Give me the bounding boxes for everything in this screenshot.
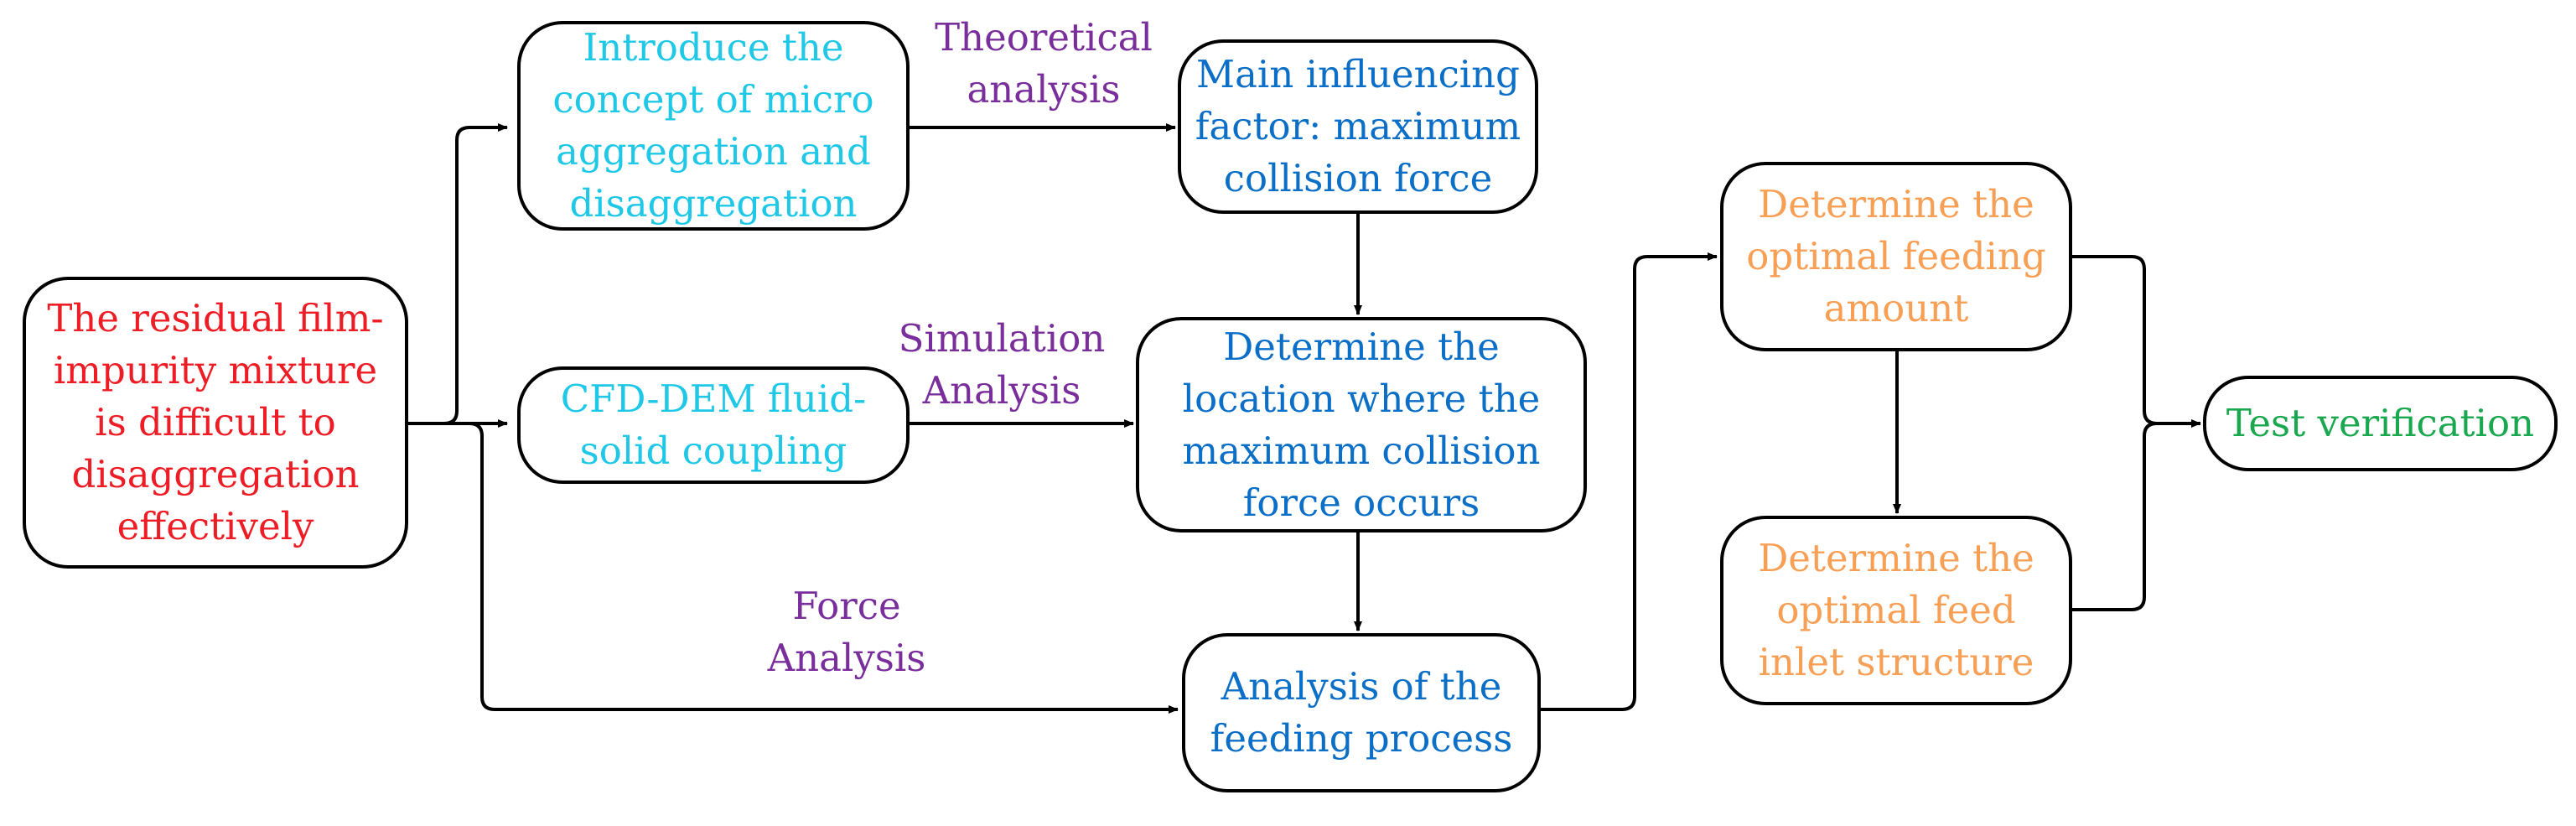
edge-amount-to-test <box>2072 255 2201 428</box>
node-test-verification-label: Test verification <box>2226 401 2535 445</box>
node-inlet-structure-label: Determine the optimal feed inlet structu… <box>1758 536 2034 684</box>
node-inlet-structure: Determine the optimal feed inlet structu… <box>1720 516 2072 705</box>
node-feeding-amount-label: Determine the optimal feeding amount <box>1746 182 2046 330</box>
node-test-verification: Test verification <box>2203 376 2558 471</box>
edge-problem-to-feeding <box>457 422 1179 714</box>
node-collision-location: Determine the location where the maximum… <box>1136 317 1587 532</box>
edge-label-force: Force Analysis <box>767 584 926 680</box>
edge-feeding-to-amount <box>1541 252 1718 711</box>
node-feeding-process-label: Analysis of the feeding process <box>1210 664 1513 761</box>
node-micro-aggregation-label: Introduce the concept of micro aggregati… <box>552 25 874 226</box>
node-main-factor-label: Main influencing factor: maximum collisi… <box>1195 52 1521 200</box>
edge-label-theoretical: Theoretical analysis <box>935 15 1153 112</box>
edge-inlet-to-test <box>2072 422 2158 611</box>
node-feeding-amount: Determine the optimal feeding amount <box>1720 162 2072 351</box>
edge-label-simulation: Simulation Analysis <box>898 316 1106 413</box>
node-cfd-dem-label: CFD-DEM fluid- solid coupling <box>560 377 867 473</box>
node-problem: The residual film- impurity mixture is d… <box>23 277 408 569</box>
node-problem-label: The residual film- impurity mixture is d… <box>47 296 384 548</box>
node-feeding-process: Analysis of the feeding process <box>1182 633 1541 792</box>
node-cfd-dem: CFD-DEM fluid- solid coupling <box>517 366 910 484</box>
node-micro-aggregation: Introduce the concept of micro aggregati… <box>517 21 910 231</box>
edge-problem-to-micro <box>408 123 508 425</box>
node-collision-location-label: Determine the location where the maximum… <box>1182 324 1541 525</box>
node-main-factor: Main influencing factor: maximum collisi… <box>1178 39 1538 214</box>
